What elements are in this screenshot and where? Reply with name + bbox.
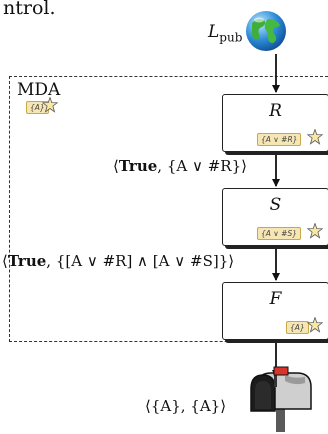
star-icon (307, 129, 323, 145)
mailbox-icon (250, 366, 312, 432)
node-s: S {A ∨ #S} (222, 188, 328, 246)
edge-label-r-to-s: ⟨True, {A ∨ #R}⟩ (113, 157, 247, 175)
star-icon (42, 97, 58, 113)
mda-boundary (9, 76, 328, 342)
node-s-label: S (269, 195, 282, 215)
edge-label-bold: True (118, 157, 158, 175)
edge-label-s-to-f: ⟨True, {[A ∨ #R] ∧ [A ∨ #S]}⟩ (2, 252, 234, 270)
edge-label-open: ⟨ (113, 157, 119, 175)
edge-label-rest: , {A ∨ #R}⟩ (157, 157, 247, 175)
preceding-text-fragment: ntrol. (3, 0, 56, 19)
edge-label-open: ⟨ (2, 252, 8, 270)
star-icon (307, 223, 323, 239)
source-label-main: L (208, 22, 220, 42)
node-r-label: R (269, 101, 282, 121)
source-label-sub: pub (219, 30, 243, 45)
mda-label: MDA (17, 80, 61, 100)
globe-icon (246, 11, 286, 51)
node-s-tag: {A ∨ #S} (257, 227, 301, 240)
node-r: R {A ∨ #R} (222, 94, 328, 152)
node-f-label: F (269, 289, 282, 309)
star-icon (307, 317, 323, 333)
edge-label-bold: True (7, 252, 47, 270)
node-r-tag: {A ∨ #R} (257, 133, 302, 146)
node-f-tag: {A} (286, 321, 309, 334)
output-label: ⟨{A}, {A}⟩ (145, 397, 227, 415)
edge-label-rest: , {[A ∨ #R] ∧ [A ∨ #S]}⟩ (46, 252, 235, 270)
source-label: Lpub (208, 22, 242, 44)
node-f: F {A} (222, 282, 328, 340)
